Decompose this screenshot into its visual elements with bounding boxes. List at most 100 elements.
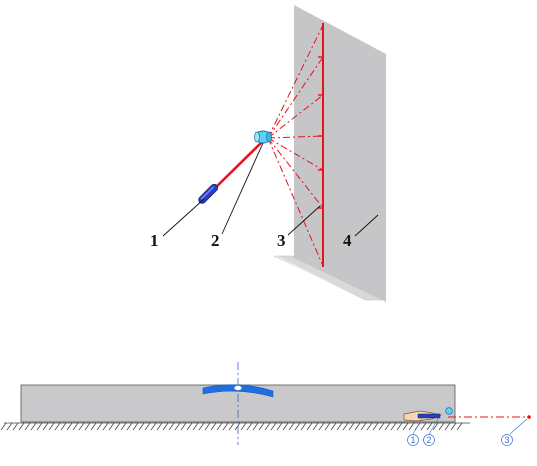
fan-ray (267, 135, 324, 139)
callout-circle (423, 434, 435, 446)
hatch-mark (426, 422, 433, 431)
hatch-mark (408, 422, 415, 431)
hatch-mark (222, 422, 229, 431)
hatch-mark (258, 422, 265, 431)
hatch-mark (60, 422, 67, 431)
hatch-mark (282, 422, 289, 431)
hatch-mark (42, 422, 49, 431)
hatch-mark (12, 422, 19, 431)
screen-plate (294, 5, 386, 302)
hand-held-laser (403, 407, 453, 422)
lens-cap-left (254, 131, 260, 143)
fan-ray (267, 56, 324, 139)
hatch-mark (120, 422, 127, 431)
hatch-mark (138, 422, 145, 431)
callout-leader (428, 418, 439, 435)
leader-2 (221, 142, 264, 235)
hatch-mark (204, 422, 211, 431)
hatch-mark (198, 422, 205, 431)
hatch-mark (306, 422, 313, 431)
callout-1: 1 (407, 434, 419, 446)
screen-floor-edge (275, 255, 365, 301)
hatch-mark (444, 422, 451, 431)
hatch-mark (324, 422, 331, 431)
hatch-mark (366, 422, 373, 431)
hatch-mark (264, 422, 271, 431)
fan-ray (267, 94, 324, 139)
lens-marker (445, 407, 453, 415)
leader-3 (287, 205, 321, 236)
laser-beam (209, 139, 265, 194)
callout-1-text: 1 (410, 435, 415, 445)
leader-lines (162, 142, 379, 237)
hatch-mark (162, 422, 169, 431)
hatch-mark (372, 422, 379, 431)
top-figure: 1 2 3 4 (150, 5, 387, 302)
hatch-mark (126, 422, 133, 431)
hatch-mark (420, 422, 427, 431)
hatch-mark (396, 422, 403, 431)
leader-1 (162, 198, 205, 237)
hatch-mark (378, 422, 385, 431)
hatch-mark (6, 422, 13, 431)
hatch-mark (276, 422, 283, 431)
callout-2-text: 2 (426, 435, 431, 445)
hatch-mark (210, 422, 217, 431)
hatch-mark (192, 422, 199, 431)
hatch-mark (144, 422, 151, 431)
laser-pointer-highlight (200, 186, 214, 200)
hatch-mark (294, 422, 301, 431)
callout-circle (407, 434, 419, 446)
hatch-mark (84, 422, 91, 431)
hatch-mark (360, 422, 367, 431)
hatch-mark (318, 422, 325, 431)
laser-fan (267, 24, 324, 267)
fan-ray (267, 137, 324, 267)
label-cylinder-lens: 2 (211, 231, 220, 250)
center-marker (233, 385, 243, 391)
hatch-mark (78, 422, 85, 431)
hatch-mark (150, 422, 157, 431)
callout-leader (509, 418, 528, 435)
hatch-mark (174, 422, 181, 431)
hatch-mark (390, 422, 397, 431)
hatch-mark (288, 422, 295, 431)
hatch-mark (24, 422, 31, 431)
hatch-mark (300, 422, 307, 431)
hatch-mark (252, 422, 259, 431)
hatch-mark (312, 422, 319, 431)
hatch-mark (30, 422, 37, 431)
hatch-mark (48, 422, 55, 431)
hatch-mark (90, 422, 97, 431)
beam-endpoint (527, 415, 531, 419)
hatch-mark (354, 422, 361, 431)
hatch-mark (18, 422, 25, 431)
callout-3: 3 (501, 434, 513, 446)
bottom-figure: 1 2 3 (0, 362, 531, 446)
hatch-mark (66, 422, 73, 431)
callout-circle (501, 434, 513, 446)
fan-ray (267, 24, 324, 139)
hatch-mark (240, 422, 247, 431)
hatch-mark (438, 422, 445, 431)
laser-pointer-body (198, 183, 219, 204)
label-projected-line: 3 (277, 231, 286, 250)
hatch-marks (0, 422, 463, 431)
hatch-mark (54, 422, 61, 431)
lens-cap-right (266, 131, 272, 143)
hatch-mark (228, 422, 235, 431)
hatch-mark (180, 422, 187, 431)
hatch-mark (36, 422, 43, 431)
projected-line (318, 23, 324, 267)
hatch-mark (330, 422, 337, 431)
fan-ray (267, 137, 324, 171)
hatch-mark (114, 422, 121, 431)
hatch-mark (168, 422, 175, 431)
ground-hatch (0, 422, 470, 431)
laser-pointer (198, 183, 219, 204)
hatch-mark (384, 422, 391, 431)
hatch-mark (96, 422, 103, 431)
hatch-mark (450, 422, 457, 431)
hatch-mark (156, 422, 163, 431)
